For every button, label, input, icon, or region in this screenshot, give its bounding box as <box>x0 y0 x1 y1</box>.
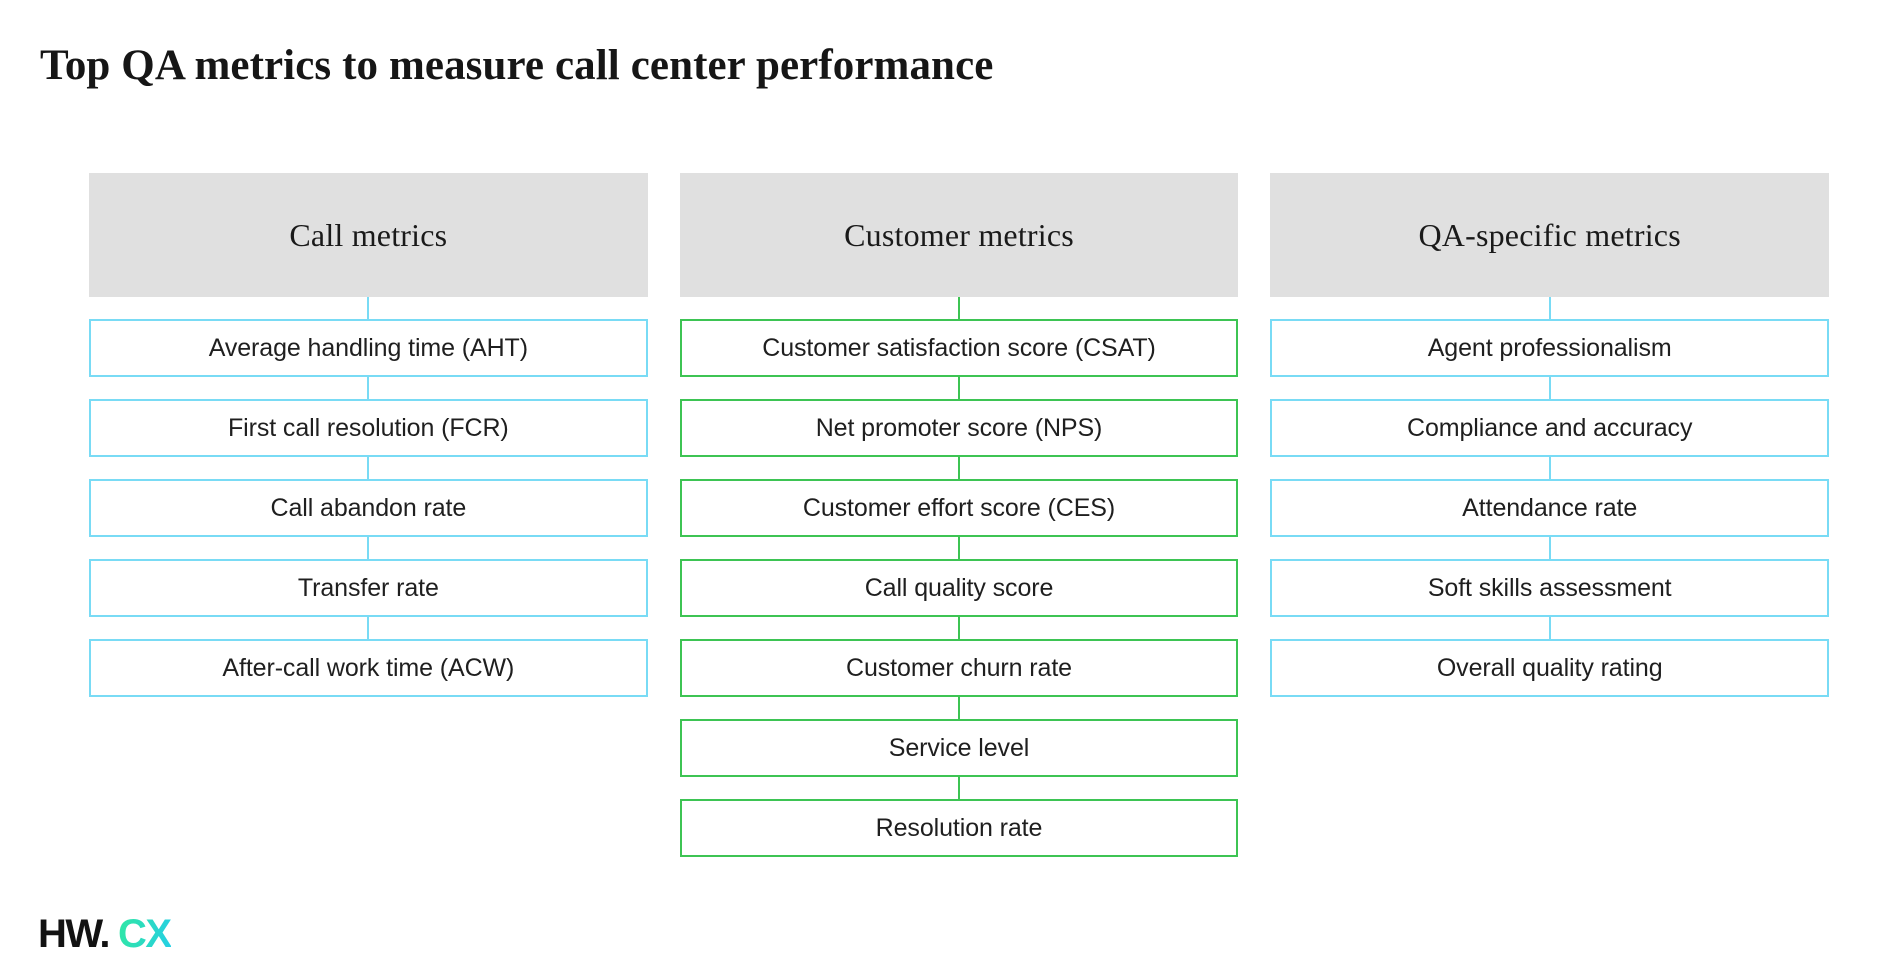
metric-box[interactable]: Agent professionalism <box>1270 319 1830 377</box>
connector-line <box>680 377 1239 399</box>
metric-box[interactable]: Call abandon rate <box>89 479 648 537</box>
connector-line <box>680 697 1239 719</box>
connector-line <box>1270 457 1829 479</box>
metric-box[interactable]: Customer effort score (CES) <box>679 479 1239 537</box>
column-header: Customer metrics <box>679 173 1239 297</box>
metric-box[interactable]: Resolution rate <box>679 799 1239 857</box>
connector-line <box>680 777 1239 799</box>
logo-secondary-text: CX <box>118 912 172 956</box>
metric-box[interactable]: Customer satisfaction score (CSAT) <box>679 319 1239 377</box>
connector-line <box>680 537 1239 559</box>
metric-box[interactable]: After-call work time (ACW) <box>89 639 648 697</box>
connector-line <box>89 457 648 479</box>
metric-box[interactable]: Attendance rate <box>1270 479 1830 537</box>
connector-line <box>680 457 1239 479</box>
logo-primary-text: HW. <box>38 912 111 956</box>
metric-box[interactable]: Net promoter score (NPS) <box>679 399 1239 457</box>
connector-line <box>89 537 648 559</box>
connector-line <box>680 617 1239 639</box>
page-title: Top QA metrics to measure call center pe… <box>40 42 994 89</box>
metric-box[interactable]: Average handling time (AHT) <box>89 319 648 377</box>
connector-line <box>680 297 1239 319</box>
column-header: Call metrics <box>89 173 648 297</box>
metric-box[interactable]: Compliance and accuracy <box>1270 399 1830 457</box>
connector-line <box>1270 377 1829 399</box>
metric-box[interactable]: Customer churn rate <box>679 639 1239 697</box>
connector-line <box>89 377 648 399</box>
connector-line <box>89 297 648 319</box>
metric-box[interactable]: Call quality score <box>679 559 1239 617</box>
metric-box[interactable]: First call resolution (FCR) <box>89 399 648 457</box>
connector-line <box>89 617 648 639</box>
metric-box[interactable]: Transfer rate <box>89 559 648 617</box>
metric-box[interactable]: Service level <box>679 719 1239 777</box>
metric-box[interactable]: Overall quality rating <box>1270 639 1830 697</box>
connector-line <box>1270 537 1829 559</box>
connector-line <box>1270 297 1829 319</box>
column-header: QA-specific metrics <box>1270 173 1830 297</box>
brand-logo: HW. CX <box>38 912 172 957</box>
connector-line <box>1270 617 1829 639</box>
metric-box[interactable]: Soft skills assessment <box>1270 559 1830 617</box>
